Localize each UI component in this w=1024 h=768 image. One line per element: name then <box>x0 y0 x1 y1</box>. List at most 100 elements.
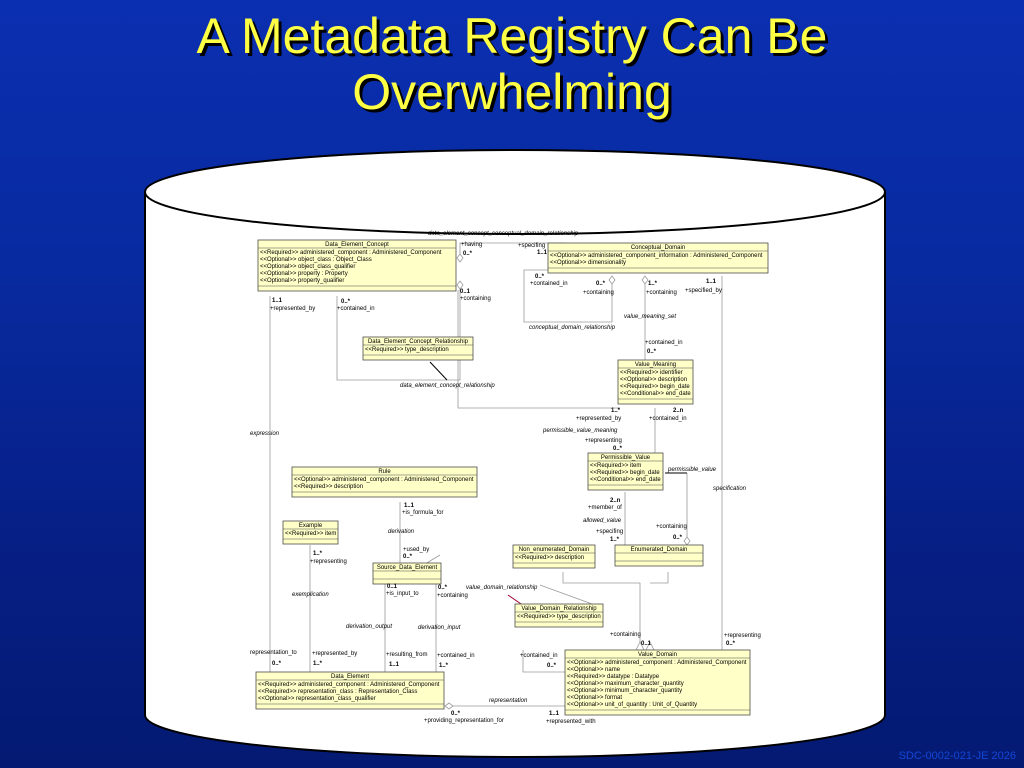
class-attribute: <<Optional>> unit_of_quantity : Unit_of_… <box>567 702 697 708</box>
class-attribute: <<Required>> representation_class : Repr… <box>258 689 417 695</box>
class-name: Value_Domain_Relationship <box>521 606 597 612</box>
class-vd: Value_Domain<<Optional>> administered_co… <box>564 649 751 716</box>
class-cd: Conceptual_Domain<<Optional>> administer… <box>547 242 769 274</box>
association-label: specification <box>713 486 747 492</box>
association-label: +containing <box>656 524 687 530</box>
association-label: 2..n <box>673 408 684 414</box>
association-label: 0..* <box>403 554 413 560</box>
association-label: 0..* <box>438 585 448 591</box>
class-attribute: <<Optional>> property : Property <box>260 271 348 277</box>
association-label: +representing <box>585 438 622 444</box>
association-label: 0..* <box>547 663 557 669</box>
association-label: +contained_in <box>649 416 687 422</box>
class-attribute: <<Optional>> description <box>620 377 687 383</box>
uml-classes: Data_Element_Concept <<Required>> adminis… <box>255 239 769 716</box>
class-attribute: <<Optional>> property_qualifier <box>260 278 344 284</box>
association-label: +contained_in <box>520 653 558 659</box>
class-attribute: <<Conditional>> end_date <box>590 477 661 483</box>
class-attribute: <<Required>> identifier <box>620 370 683 376</box>
association-label: +used_by <box>403 547 429 553</box>
association-label: +specifing <box>596 529 623 535</box>
association-label: 0..1 <box>460 289 471 295</box>
class-attribute: <<Required>> item <box>590 463 641 469</box>
association-label: 0..* <box>272 661 282 667</box>
class-name: Data_Element_Concept <box>325 242 389 248</box>
class-vdr: Value_Domain_Relationship <<Required>> ty… <box>514 603 604 628</box>
association-label: 1..* <box>313 551 323 557</box>
association-label: 1..1 <box>549 711 560 717</box>
association-label: allowed_value <box>583 518 622 524</box>
slide-title-line-1: A Metadata Registry Can Be <box>196 8 828 64</box>
association-labels: data_element_concept_conceptual_domain_r… <box>250 231 761 725</box>
class-attribute: <<Optional>> representation_class_qualif… <box>258 696 376 702</box>
association-label: 0..1 <box>641 641 652 647</box>
association-label: derivation_input <box>418 625 461 631</box>
association-label: 0..* <box>535 274 545 280</box>
association-label: +member_of <box>588 505 622 511</box>
association-label: 1..1 <box>537 250 548 256</box>
association-label: 1..1 <box>389 662 400 668</box>
class-attribute: <<Required>> administered_component : Ad… <box>260 250 442 256</box>
association-label: 0..* <box>726 641 736 647</box>
association-label: 0..* <box>463 251 473 257</box>
class-attribute: <<Required>> type_description <box>517 614 601 620</box>
class-dec: Data_Element_Concept <<Required>> adminis… <box>257 239 457 292</box>
class-name: Value_Meaning <box>635 362 676 368</box>
class-decr: Data_Element_Concept_Relationship<<Requi… <box>362 336 474 361</box>
class-attribute: <<Required>> description <box>515 555 584 561</box>
association-label: 0..* <box>613 446 623 452</box>
association-label: 0..* <box>673 535 683 541</box>
association-label: 0..* <box>647 349 657 355</box>
class-attribute: <<Optional>> administered_component_info… <box>550 253 763 259</box>
association-label: 1..* <box>610 537 620 543</box>
class-attribute: <<Required>> begin_date <box>590 470 660 476</box>
class-pv: Permissible_Value<<Required>> item<<Requ… <box>587 452 664 491</box>
association-label: +providing_representation_for <box>424 718 504 724</box>
class-ed: Enumerated_Domain <box>614 544 704 567</box>
database-cylinder <box>144 149 886 758</box>
association-label: +contained_in <box>645 340 683 346</box>
association-label: 1..1 <box>706 279 717 285</box>
association-label: data_element_concept_conceptual_domain_r… <box>428 231 579 237</box>
association-label: 0..* <box>341 299 351 305</box>
association-label: 1..* <box>313 661 323 667</box>
association-label: 1..* <box>648 281 658 287</box>
association-label: +containing <box>460 296 491 302</box>
association-label: +having <box>461 242 482 248</box>
association-label: +containing <box>610 632 641 638</box>
association-label: 1..* <box>439 663 449 669</box>
class-attribute: <<Required>> type_description <box>365 347 449 353</box>
association-label: representation_to <box>250 650 297 656</box>
class-name: Non_enumerated_Domain <box>519 547 589 553</box>
association-label: conceptual_domain_relationship <box>529 325 616 331</box>
class-attribute: <<Optional>> dimensionality <box>550 260 626 266</box>
association-label: +is_formula_for <box>402 510 444 516</box>
class-attribute: <<Optional>> maximum_character_quantity <box>567 681 684 687</box>
association-label: 1..* <box>611 408 621 414</box>
association-label: derivation <box>388 529 415 535</box>
association-label: derivation_output <box>346 624 392 630</box>
association-label: +specified_by <box>685 288 722 294</box>
association-label: +contained_in <box>337 306 375 312</box>
association-label: +represented_by <box>312 651 357 657</box>
association-label: permissible_value_meaning <box>542 428 618 434</box>
association-label: representation <box>489 698 528 704</box>
association-label: value_domain_relationship <box>466 585 538 591</box>
class-attribute: <<Required>> datatype : Datatype <box>567 674 660 680</box>
class-ned: Non_enumerated_Domain <<Required>> descri… <box>512 544 596 569</box>
association-label: +representing <box>310 559 347 565</box>
association-lines <box>269 242 723 710</box>
association-label: +containing <box>646 290 677 296</box>
class-name: Example <box>299 523 323 529</box>
association-label: data_element_concept_relationship <box>400 383 495 389</box>
class-attribute: <<Conditional>> end_date <box>620 391 691 397</box>
class-attribute: <<Required>> description <box>294 484 363 490</box>
slide-title-line-2: Overwhelming <box>352 64 672 120</box>
class-attribute: <<Optional>> minimum_character_quantity <box>567 688 682 694</box>
slide-footer: SDC-0002-021-JE 2026 <box>898 750 1016 762</box>
association-label: +represented_by <box>270 306 315 312</box>
association-label: +containing <box>437 593 468 599</box>
association-label: +representing <box>724 633 761 639</box>
association-label: 2..n <box>610 498 621 504</box>
